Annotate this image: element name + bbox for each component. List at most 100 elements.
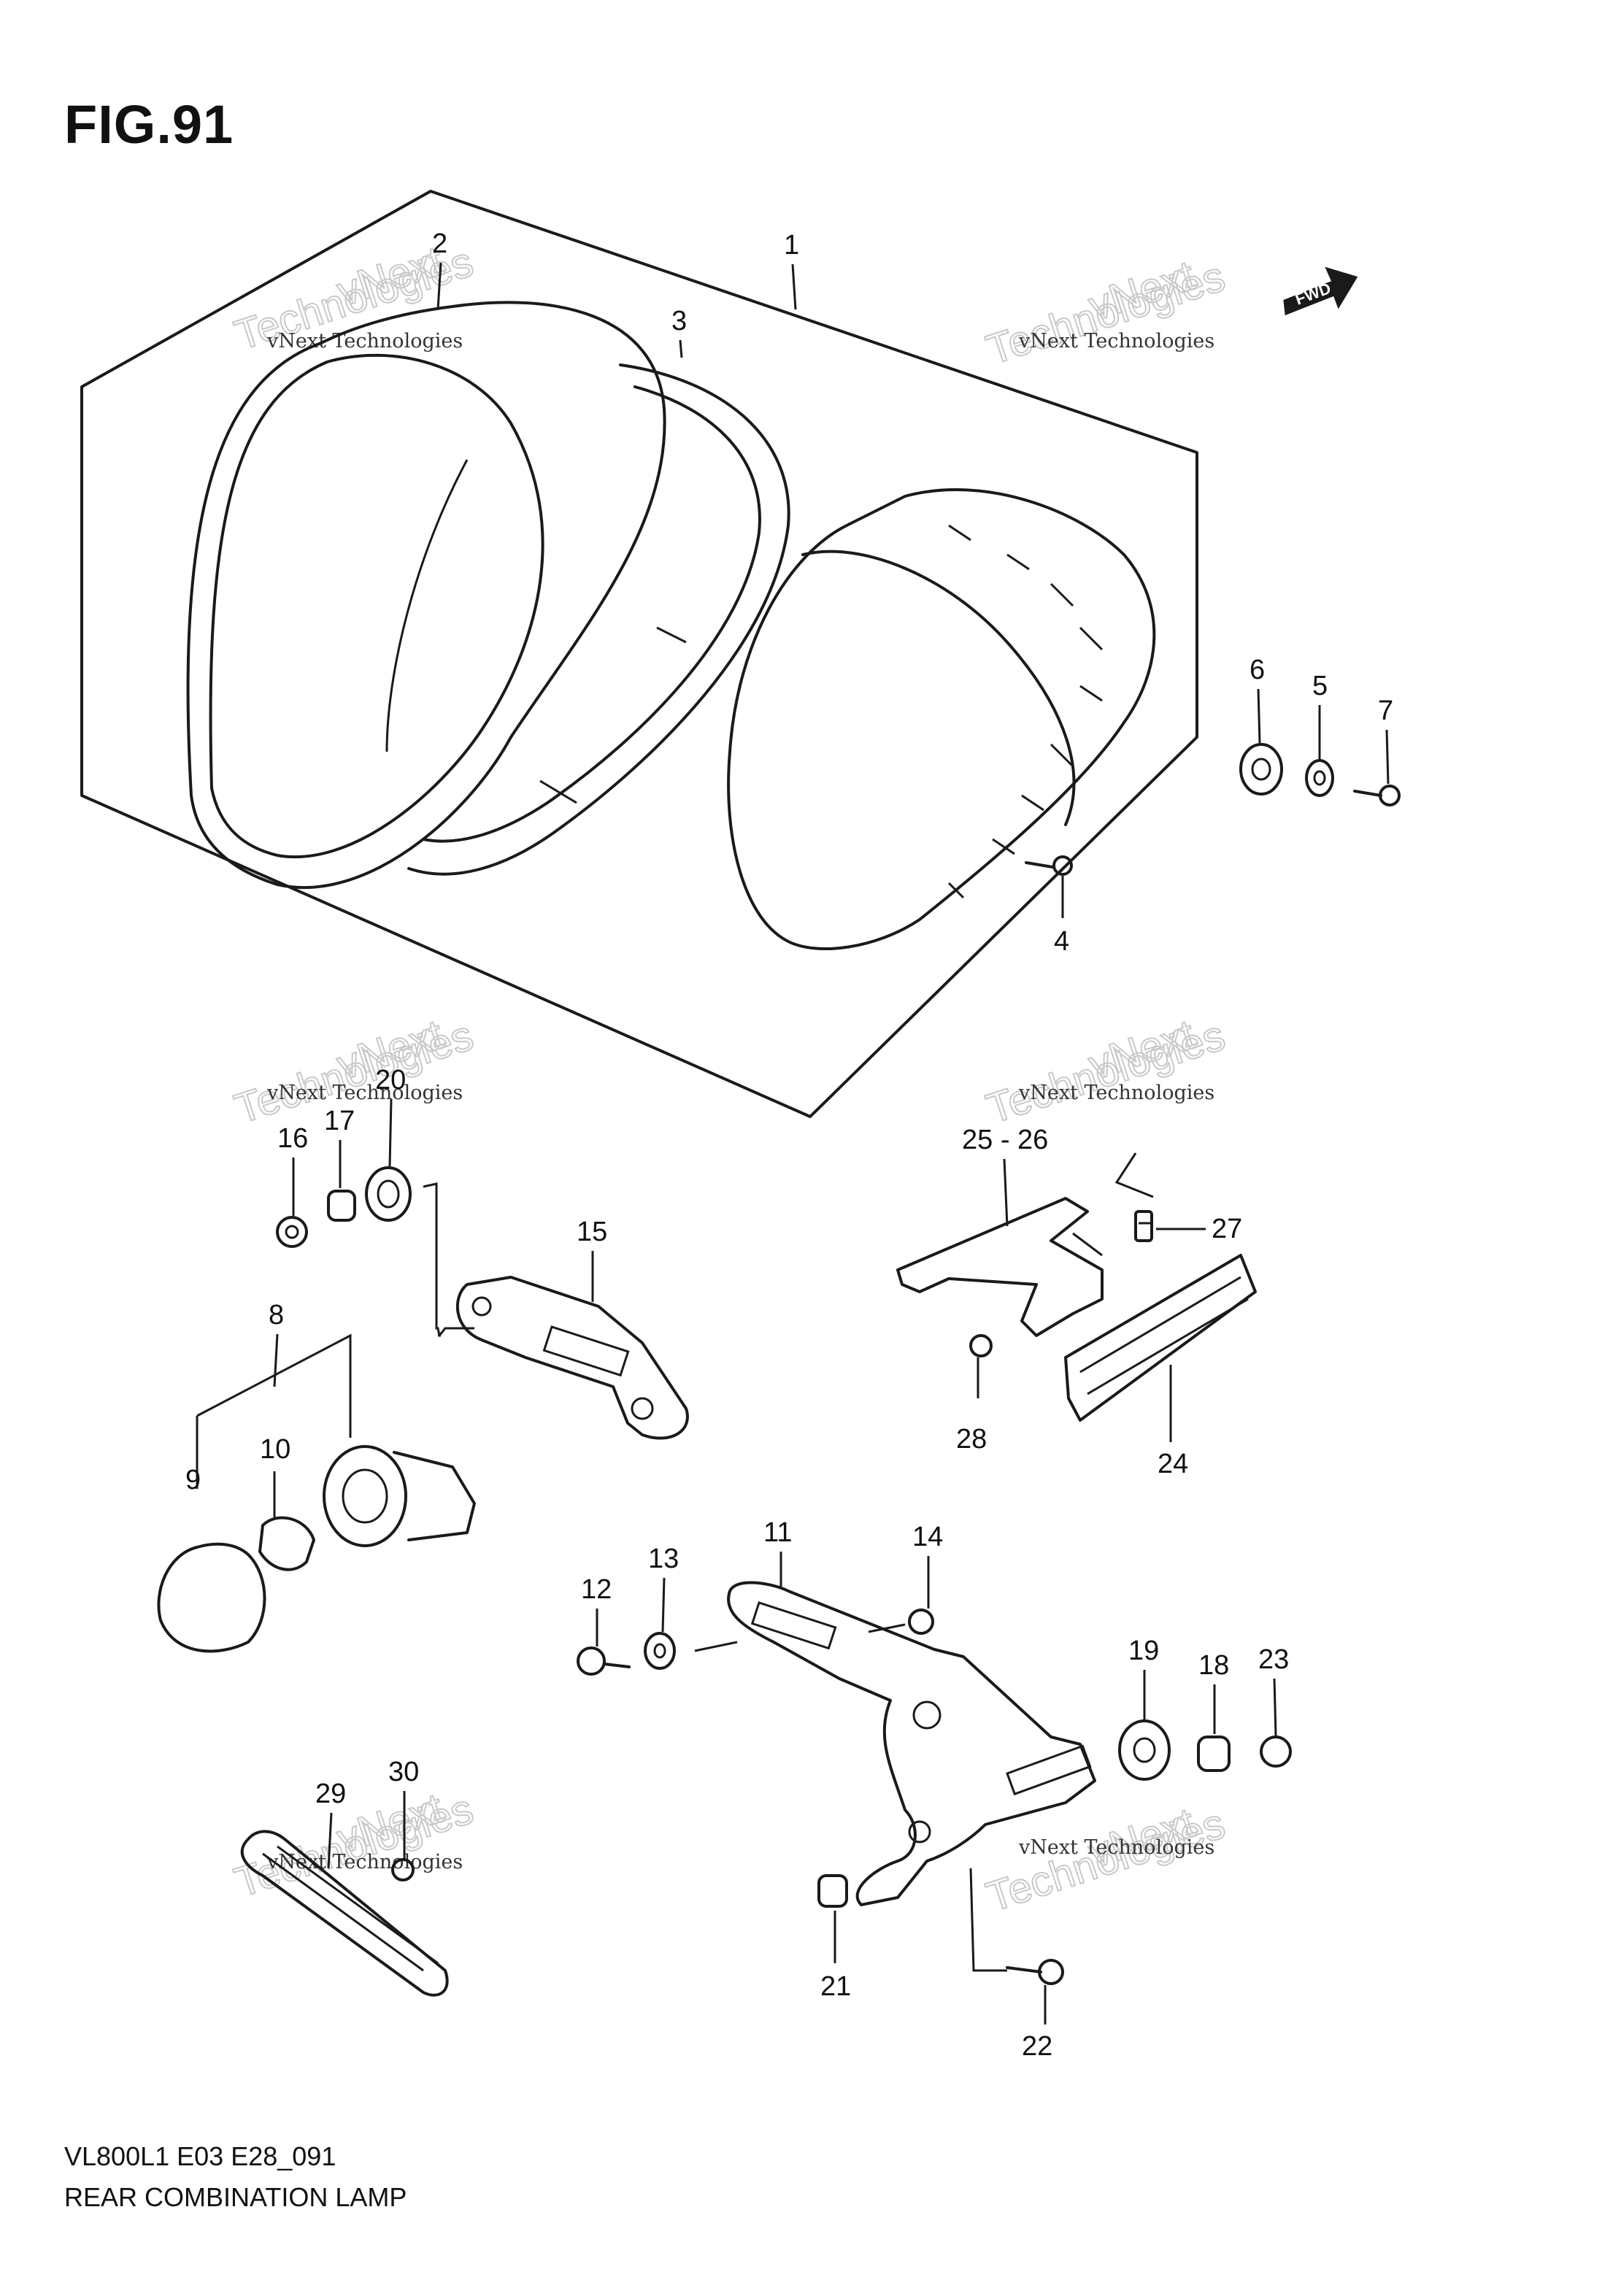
- part-22-bolt: [1006, 1959, 1064, 1985]
- callout-label: 13: [648, 1544, 679, 1574]
- callout-21: 21: [820, 1911, 851, 2002]
- part-4-screw: [1025, 855, 1073, 876]
- callout-29: 29: [315, 1779, 346, 1869]
- part-7-screw: [1353, 785, 1401, 806]
- diagram-title: REAR COMBINATION LAMP: [64, 2182, 407, 2212]
- part-2-lens-rim: [186, 301, 666, 890]
- watermark-text: vNext Technologies: [266, 1082, 463, 1104]
- callout-20: 20: [375, 1065, 406, 1167]
- callout-label: 14: [912, 1522, 943, 1552]
- callout-2: 2: [432, 228, 447, 310]
- lamp-housing: [727, 488, 1156, 950]
- callout-label: 1: [784, 230, 799, 261]
- part-8-bulb-socket: [323, 1445, 476, 1547]
- callout-label: 7: [1378, 696, 1393, 726]
- callout-label: 9: [185, 1465, 201, 1495]
- callout-1: 1: [784, 230, 799, 310]
- leader-22: [969, 1868, 1007, 1972]
- part-15-bracket: [456, 1276, 689, 1440]
- part-17-collar: [327, 1190, 356, 1222]
- callout-25-26: 25 - 26: [962, 1125, 1048, 1227]
- lamp-assembly-box: [80, 190, 1198, 1118]
- leader-12-11: [694, 1641, 738, 1652]
- callout-10: 10: [260, 1434, 290, 1465]
- part-6-grommet: [1239, 743, 1283, 795]
- callout-label: 6: [1250, 655, 1265, 685]
- part-21-collar: [817, 1874, 848, 1908]
- part-10-bulb: [258, 1516, 315, 1571]
- callout-16: 16: [277, 1123, 308, 1216]
- part-3-gasket: [407, 363, 790, 876]
- callout-6: 6: [1250, 655, 1265, 744]
- diagram-code: VL800L1 E03 E28_091: [64, 2141, 336, 2171]
- callout-28: 28: [956, 1357, 987, 1455]
- callout-label: 8: [269, 1300, 284, 1330]
- part-19-grommet: [1118, 1719, 1171, 1781]
- part-30-nut: [391, 1858, 415, 1881]
- callout-label: 10: [260, 1434, 290, 1465]
- callout-label: 23: [1258, 1644, 1289, 1675]
- part-11-bracket: [727, 1581, 1096, 1906]
- callout-27: 27: [1156, 1214, 1242, 1244]
- callout-19: 19: [1128, 1636, 1159, 1719]
- callout-8: 8: [269, 1300, 284, 1387]
- part-23-nut: [1260, 1736, 1292, 1768]
- part-12-bolt: [577, 1646, 631, 1676]
- callout-label: 25 - 26: [962, 1125, 1048, 1155]
- callout-label: 27: [1212, 1214, 1242, 1244]
- watermark-bottom-left: Technologies vNext vNext Technologies: [228, 1784, 480, 1908]
- leader-20-15: [423, 1182, 441, 1337]
- watermark-top-right: Technologies vNext vNext Technologies: [980, 251, 1231, 375]
- callout-label: 5: [1312, 671, 1328, 701]
- callout-24: 24: [1158, 1365, 1188, 1479]
- leader-8-9-bracket: [196, 1333, 352, 1438]
- callout-label: 4: [1054, 926, 1069, 957]
- callout-label: 28: [956, 1424, 987, 1455]
- callout-4: 4: [1054, 876, 1069, 957]
- part-5-washer: [1305, 759, 1334, 797]
- callout-30: 30: [388, 1757, 419, 1860]
- callout-label: 19: [1128, 1636, 1159, 1666]
- part-25-26-bracket: [896, 1197, 1104, 1337]
- callout-17: 17: [324, 1106, 355, 1188]
- callout-label: 16: [277, 1123, 308, 1154]
- callout-label: 29: [315, 1779, 346, 1809]
- part-28-nut: [969, 1334, 993, 1357]
- callout-label: 22: [1022, 2031, 1052, 2062]
- watermark-text: vNext Technologies: [266, 330, 463, 353]
- leader-14-11: [868, 1623, 906, 1633]
- part-29-reflector: [240, 1830, 449, 1997]
- part-13-washer: [644, 1632, 676, 1670]
- callout-22: 22: [1022, 1985, 1052, 2062]
- figure-title: FIG.91: [64, 94, 234, 155]
- callout-label: 11: [763, 1517, 792, 1548]
- part-24-reflector: [1064, 1254, 1257, 1422]
- callout-5: 5: [1312, 671, 1328, 759]
- callout-13: 13: [648, 1544, 679, 1633]
- part-16-nut: [276, 1216, 308, 1248]
- watermark-mid-right: Technologies vNext vNext Technologies: [980, 1010, 1231, 1134]
- leader-27: [1114, 1152, 1154, 1198]
- watermark-text: vNext Technologies: [1018, 1082, 1214, 1104]
- callout-label: 15: [577, 1217, 607, 1247]
- callout-label: 24: [1158, 1449, 1188, 1479]
- watermark-text: vNext Technologies: [1018, 330, 1214, 353]
- callout-label: 3: [671, 306, 687, 336]
- part-14-nut: [908, 1609, 934, 1635]
- callout-label: 12: [581, 1574, 612, 1605]
- callout-label: 20: [375, 1065, 406, 1095]
- callout-7: 7: [1378, 696, 1393, 785]
- part-18-collar: [1197, 1736, 1231, 1772]
- callout-14: 14: [912, 1522, 943, 1609]
- fwd-direction-badge: FWD: [1283, 266, 1358, 316]
- part-9-lens: [157, 1542, 266, 1653]
- part-20-cushion: [365, 1166, 412, 1222]
- callout-label: 21: [820, 1971, 851, 2002]
- watermark-text: vNext Technologies: [266, 1851, 463, 1873]
- callout-label: 17: [324, 1106, 355, 1136]
- part-27-screw: [1134, 1210, 1153, 1242]
- callout-9: 9: [185, 1465, 201, 1495]
- callout-label: 18: [1198, 1650, 1229, 1681]
